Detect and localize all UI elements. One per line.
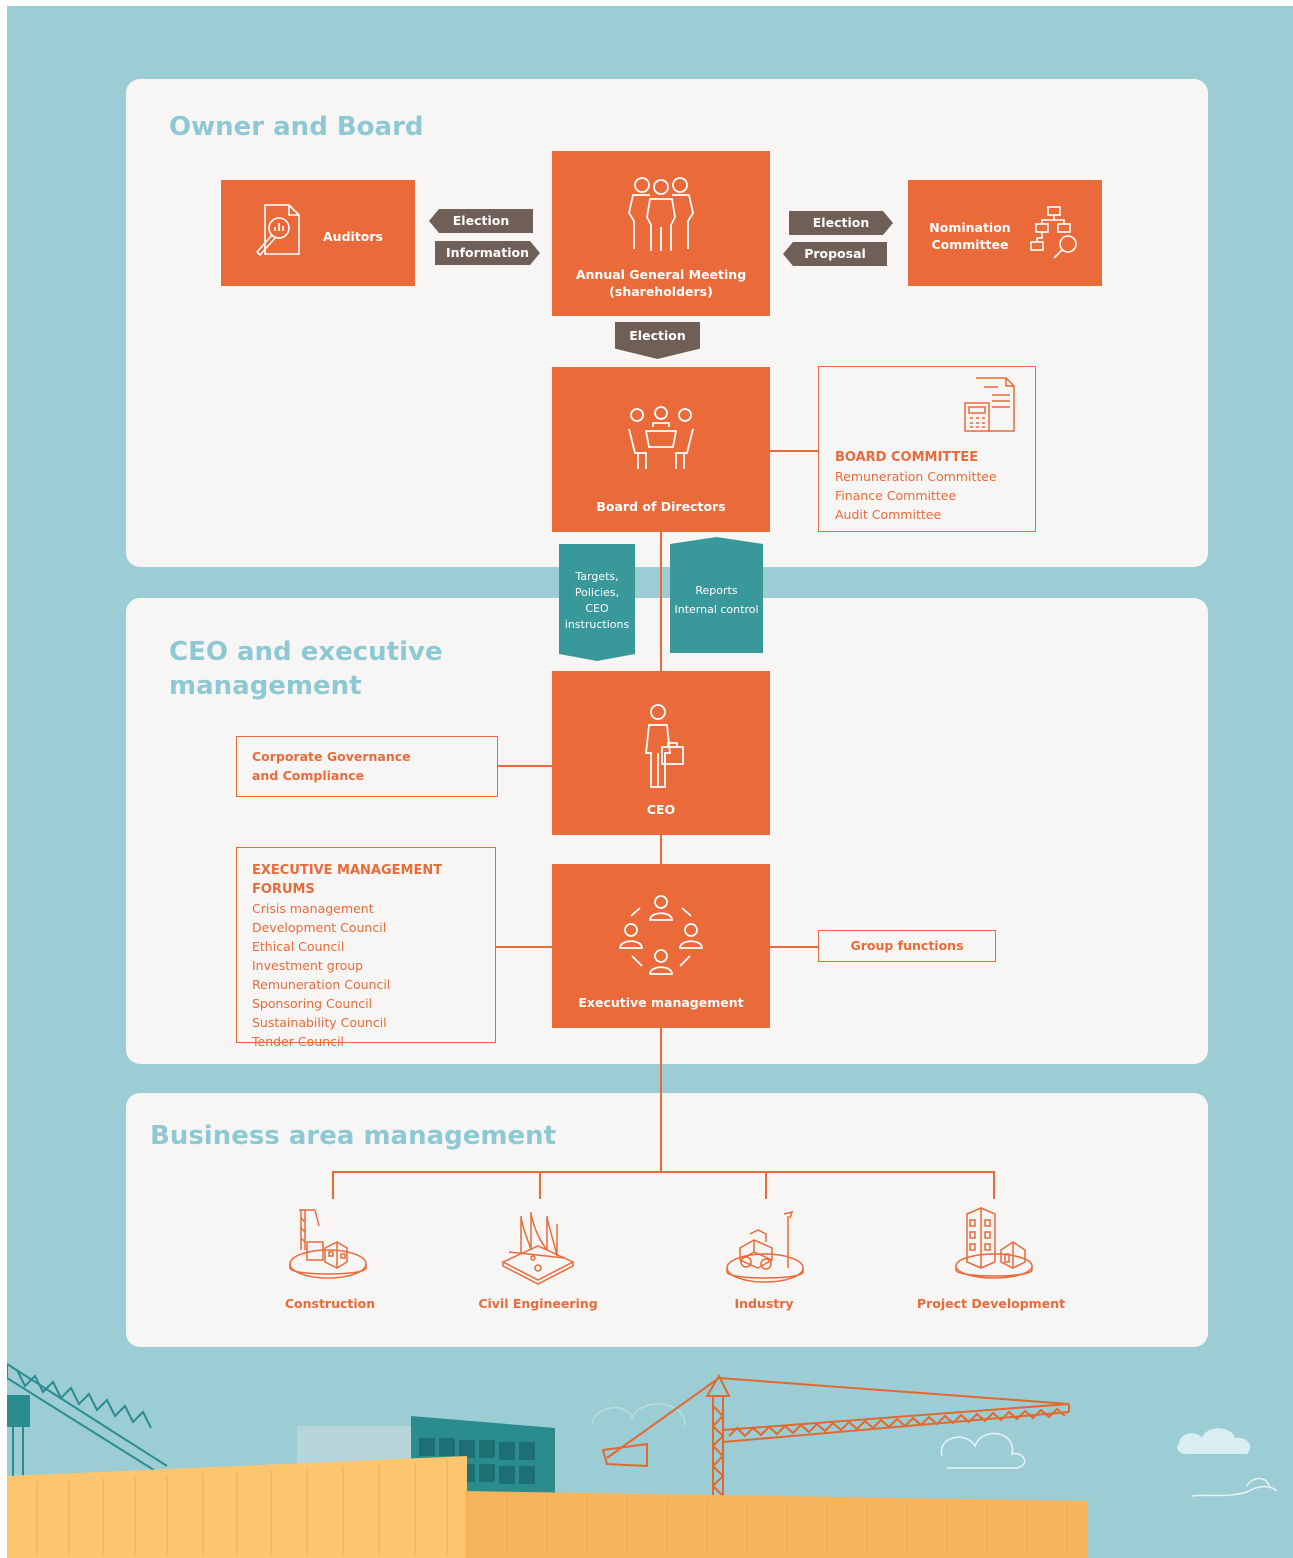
board-committee-box: BOARD COMMITTEE Remuneration Committee F… xyxy=(818,366,1036,532)
executive-forum-item: Ethical Council xyxy=(252,939,345,954)
building-orange-right xyxy=(465,1491,1087,1558)
targets-line4: instructions xyxy=(564,618,630,631)
election-tag-nomination: Election xyxy=(789,211,893,235)
agm-box: Annual General Meeting (shareholders) xyxy=(552,151,770,316)
election-down-arrow-label: Election xyxy=(629,328,686,343)
corporate-governance-box: Corporate Governance and Compliance xyxy=(236,736,498,797)
connector-business-horizontal xyxy=(332,1171,994,1173)
business-area-label: Industry xyxy=(734,1296,794,1311)
executive-forums-list: EXECUTIVE MANAGEMENT FORUMS Crisis manag… xyxy=(252,861,495,1051)
industry-icon xyxy=(726,1210,804,1283)
agm-label-line2: (shareholders) xyxy=(609,284,713,299)
connector-ceo-exec xyxy=(660,835,662,864)
connector-project-dev xyxy=(993,1171,995,1199)
connector-exec-group xyxy=(770,946,818,948)
board-committee-item: Finance Committee xyxy=(835,488,957,503)
election-tag-auditors: Election xyxy=(429,209,533,233)
crane-left xyxy=(7,1363,168,1486)
reports-line1: Reports xyxy=(695,584,738,597)
board-meeting-icon xyxy=(628,406,694,469)
connector-construction xyxy=(332,1171,334,1199)
board-committee-list: BOARD COMMITTEE Remuneration Committee F… xyxy=(835,448,997,524)
executive-management-label: Executive management xyxy=(578,995,744,1010)
section-title-owner-board: Owner and Board xyxy=(169,112,424,142)
targets-line2: Policies, xyxy=(574,586,620,599)
proposal-tag: Proposal xyxy=(783,242,887,266)
executive-forum-item: Sustainability Council xyxy=(252,1015,387,1030)
connector-industry xyxy=(765,1171,767,1199)
section-title-business-area: Business area management xyxy=(150,1121,557,1151)
reports-internal-control-tag: Reports Internal control xyxy=(670,537,763,653)
construction-site-illustration xyxy=(7,1363,1278,1558)
business-area-label: Project Development xyxy=(916,1296,1066,1311)
corporate-governance-line2: and Compliance xyxy=(252,768,365,783)
ceo-box: CEO xyxy=(552,671,770,835)
nomination-committee-label: Nomination Committee xyxy=(908,219,1032,253)
executive-forum-item: Sponsoring Council xyxy=(252,996,373,1011)
information-tag: Information xyxy=(435,241,540,265)
connector-forums-exec xyxy=(495,946,552,948)
project-development-icon xyxy=(955,1207,1033,1279)
reports-text: Reports Internal control xyxy=(670,537,763,619)
agm-label-line1: Annual General Meeting xyxy=(575,267,747,282)
executive-forum-item: Investment group xyxy=(252,958,364,973)
executive-forum-item: Development Council xyxy=(252,920,387,935)
agm-label: Annual General Meeting (shareholders) xyxy=(552,266,770,300)
construction-icon xyxy=(289,1209,367,1279)
executive-forum-item: Tender Council xyxy=(252,1034,344,1049)
corporate-governance-text: Corporate Governance and Compliance xyxy=(252,747,411,785)
ceo-briefcase-icon xyxy=(644,704,684,788)
connector-board-committee xyxy=(770,450,818,452)
cloud-small xyxy=(1177,1428,1251,1454)
board-committee-item: Audit Committee xyxy=(835,507,942,522)
business-area-label: Civil Engineering xyxy=(478,1296,598,1311)
shareholders-icon xyxy=(628,177,694,251)
nomination-committee-label-line2: Committee xyxy=(931,237,1009,252)
board-of-directors-label: Board of Directors xyxy=(596,499,726,514)
executive-team-icon xyxy=(619,895,703,975)
targets-line1: Targets, xyxy=(575,570,619,583)
cloud-left xyxy=(591,1403,686,1427)
diagram-background: Owner and Board CEO and executive manage… xyxy=(7,6,1293,1558)
executive-forum-item: Remuneration Council xyxy=(252,977,391,992)
section-title-ceo-exec-line1: CEO and executive xyxy=(169,637,443,667)
section-title-ceo-exec: CEO and executive management xyxy=(169,635,443,703)
group-functions-box: Group functions xyxy=(818,930,996,962)
targets-policies-text: Targets, Policies, CEO instructions xyxy=(559,544,635,633)
section-title-ceo-exec-line2: management xyxy=(169,671,362,701)
targets-policies-tag: Targets, Policies, CEO instructions xyxy=(559,544,635,661)
board-of-directors-box: Board of Directors xyxy=(552,367,770,532)
executive-forums-box: EXECUTIVE MANAGEMENT FORUMS Crisis manag… xyxy=(236,847,496,1049)
reports-line2: Internal control xyxy=(674,603,759,616)
executive-management-box: Executive management xyxy=(552,864,770,1028)
nomination-committee-label-line1: Nomination xyxy=(929,220,1011,235)
calculator-document-icon xyxy=(964,377,1015,432)
connector-civil xyxy=(539,1171,541,1199)
cloud-right xyxy=(940,1432,1278,1497)
auditor-report-icon xyxy=(255,204,300,257)
election-down-arrow: Election xyxy=(615,322,700,359)
nomination-committee-box: Nomination Committee xyxy=(908,180,1102,286)
connector-board-ceo xyxy=(660,532,662,671)
board-committee-item: Remuneration Committee xyxy=(835,469,997,484)
connector-corpgov-ceo xyxy=(497,765,552,767)
auditors-label: Auditors xyxy=(323,229,383,244)
business-area-panel xyxy=(126,1093,1208,1347)
group-functions-label: Group functions xyxy=(850,938,964,953)
executive-forum-item: Crisis management xyxy=(252,901,374,916)
business-area-label: Construction xyxy=(284,1296,376,1311)
corporate-governance-line1: Corporate Governance xyxy=(252,749,411,764)
targets-line3: CEO xyxy=(585,602,609,615)
ceo-label: CEO xyxy=(646,802,676,817)
org-chart-search-icon xyxy=(1030,206,1077,259)
auditors-box: Auditors xyxy=(221,180,415,286)
executive-forums-heading: EXECUTIVE MANAGEMENT FORUMS xyxy=(252,863,443,897)
board-committee-heading: BOARD COMMITTEE xyxy=(835,450,979,465)
connector-exec-business xyxy=(660,1028,662,1172)
civil-engineering-icon xyxy=(501,1212,575,1285)
